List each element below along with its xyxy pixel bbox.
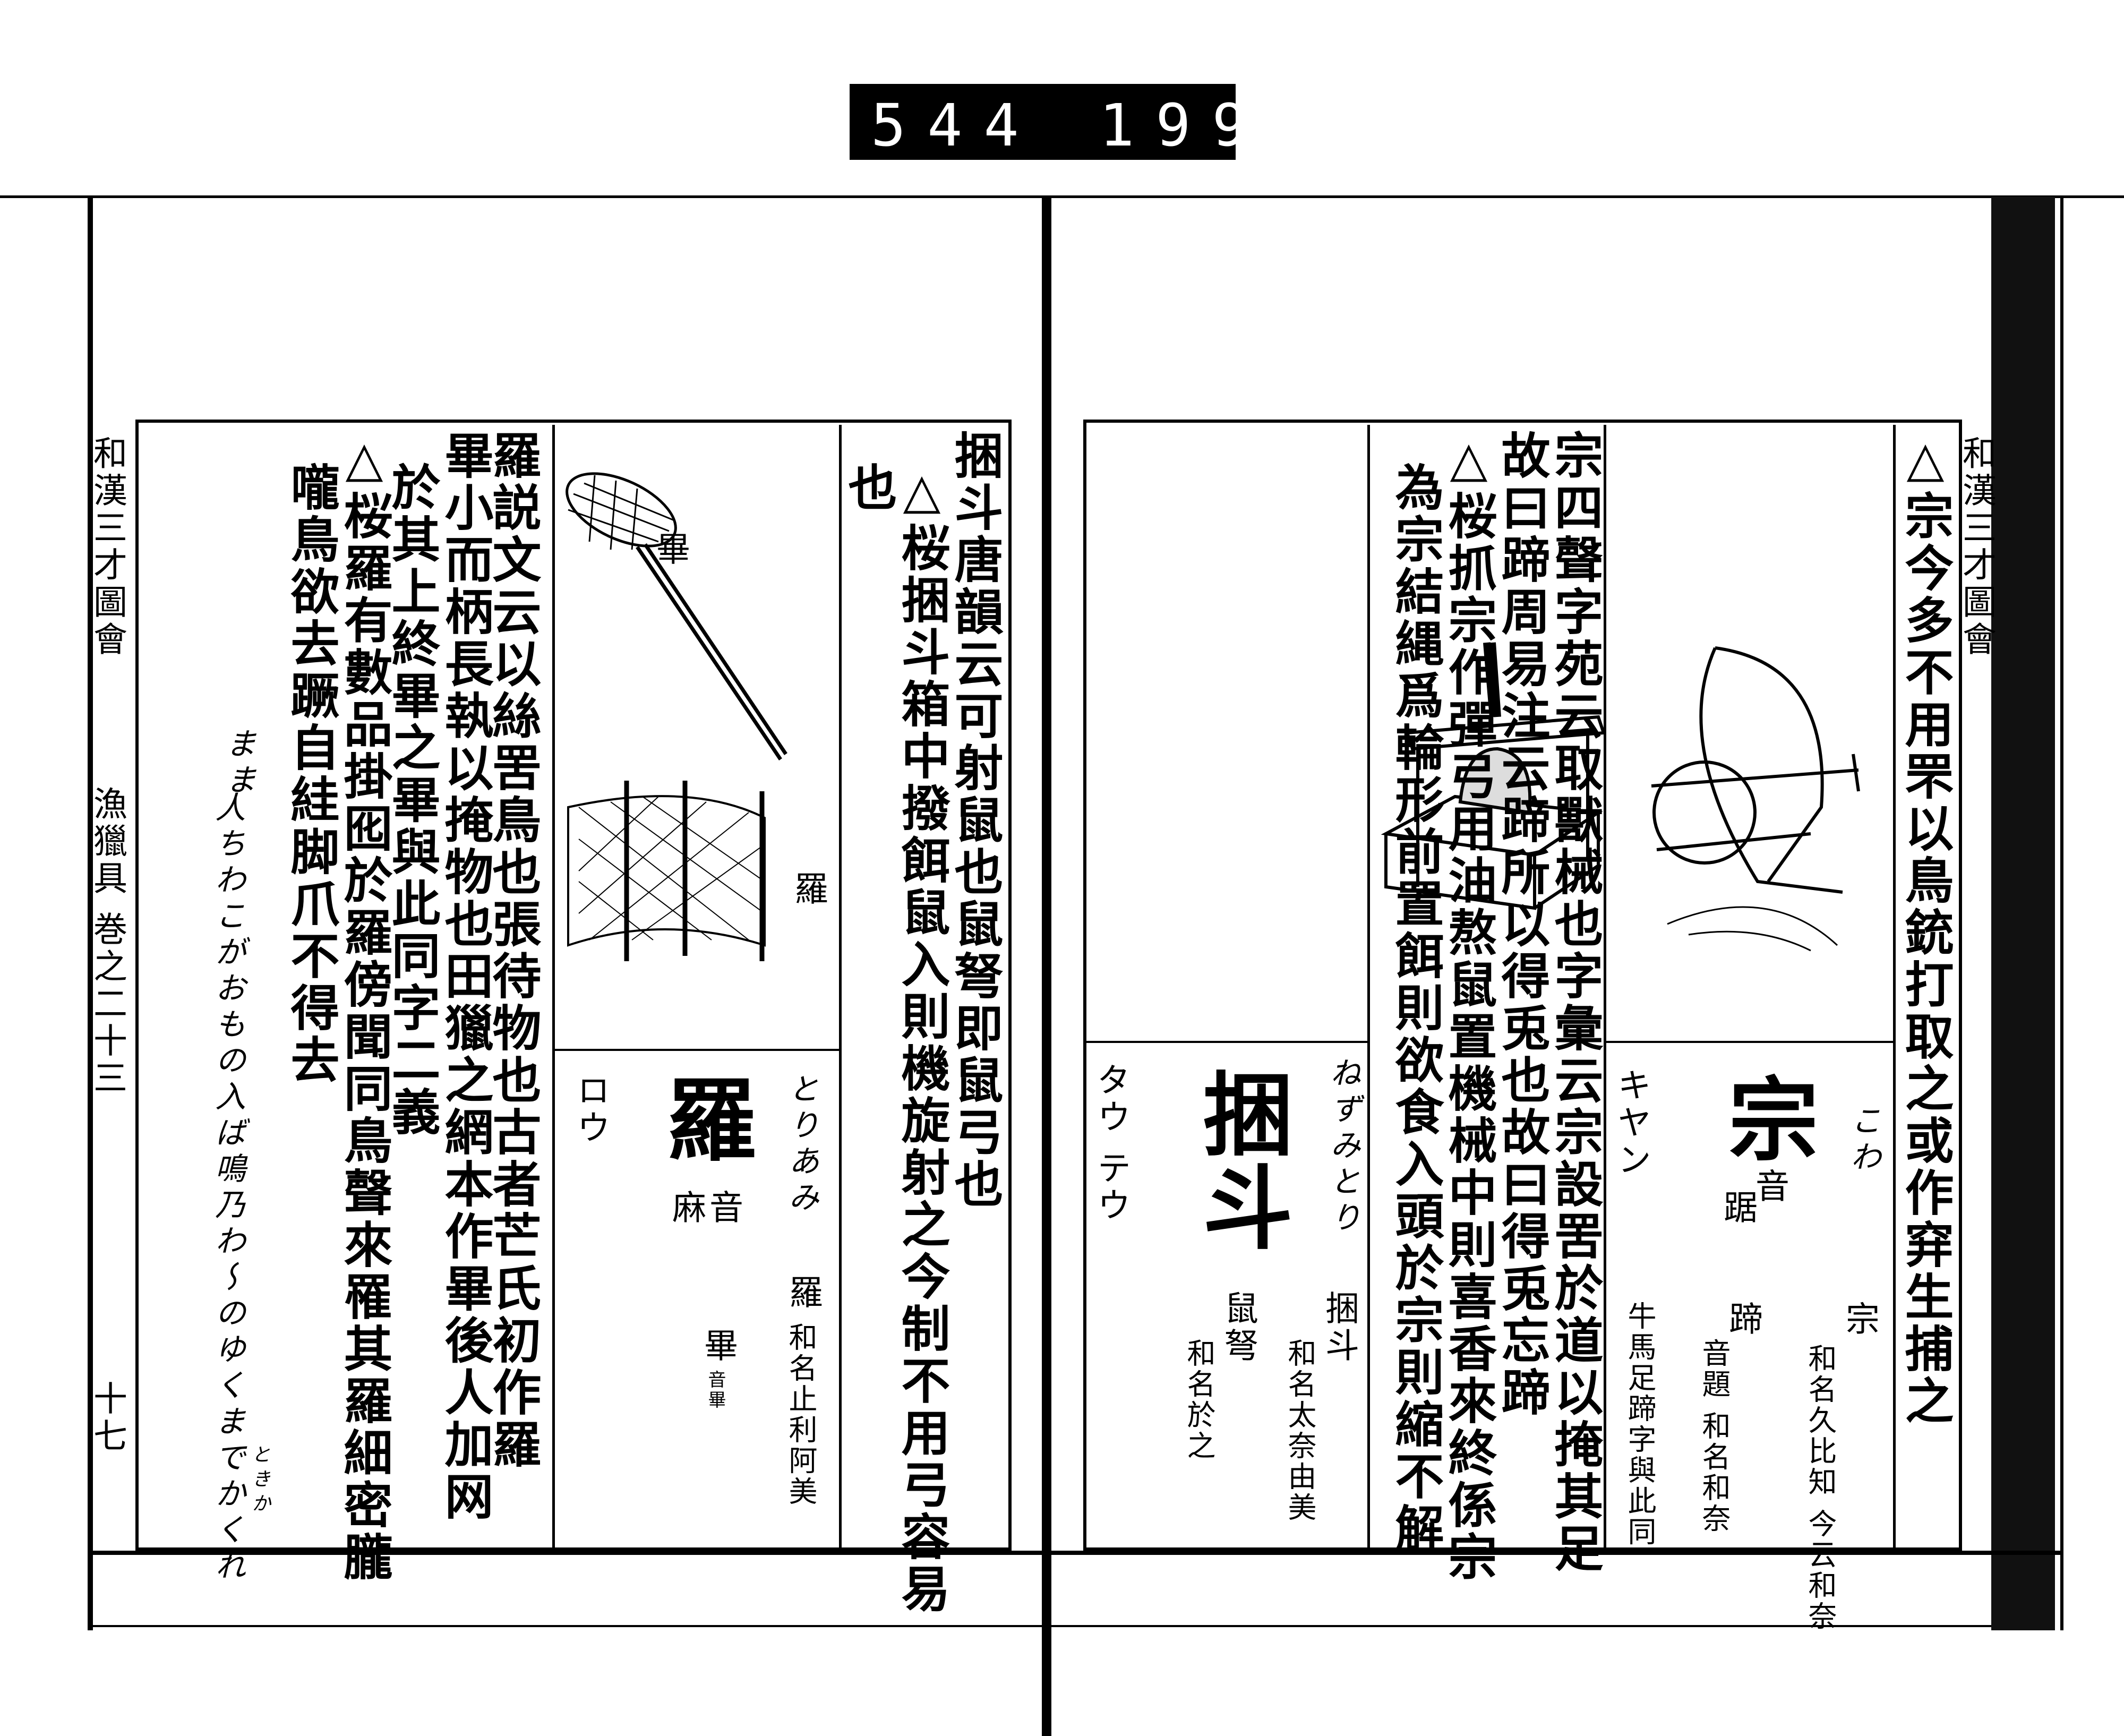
alias-note: 和名太奈由美 xyxy=(1283,1338,1316,1523)
right-divider-2 xyxy=(1604,425,1606,1551)
right-scan-number: 199. xyxy=(1099,91,1325,159)
headword: 羅 xyxy=(650,1073,757,1166)
text-column: 為宗結縄爲輪形前置餌則欲食入頭於宗則縮不解 xyxy=(1387,462,1444,1555)
top-edge-line xyxy=(0,195,2124,198)
hand-net-drawing xyxy=(566,472,787,760)
right-page-bottom xyxy=(1051,1625,1991,1627)
kana-sound: ロウ xyxy=(571,1073,610,1147)
kana-reading: とりあみ xyxy=(783,1073,819,1217)
left-divider-2 xyxy=(552,425,555,1551)
text-column: 畢小而柄長執以掩物也田獵之網本作畢後人加网 xyxy=(436,430,494,1523)
alias-note: 音畢 xyxy=(705,1370,726,1410)
sound-label: 音 xyxy=(1750,1168,1789,1205)
right-divider-1 xyxy=(1893,425,1896,1551)
alias-note: 音題 和名和奈 xyxy=(1697,1338,1731,1535)
left-margin-chapter: 漁獵具 巻之二十三 xyxy=(88,786,127,1098)
kana-sound: タウ テウ xyxy=(1091,1062,1130,1225)
kana-sound: キヤン xyxy=(1612,1067,1651,1179)
text-column: 捆斗唐韻云可射鼠也鼠弩即鼠弓也 xyxy=(946,430,1004,1211)
sound-char: 麻 xyxy=(666,1190,706,1227)
text-column: 宗四聲字苑云取獸械也字彙云宗設罟於道以掩其足 xyxy=(1546,430,1604,1575)
left-margin-title: 和漢三才圖會 xyxy=(88,435,127,659)
right-book-edge xyxy=(1991,196,2055,1630)
alias-鼠弩: 鼠弩 xyxy=(1219,1290,1258,1365)
text-column: 於其上終畢之畢與此同字二義 xyxy=(383,462,441,1139)
right-label-divider-2 xyxy=(1086,1041,1370,1043)
kana-reading: こわ xyxy=(1845,1105,1881,1177)
left-page-frame xyxy=(135,420,1012,1551)
alias-note: 和名於之 xyxy=(1182,1338,1215,1461)
text-column: △桜抓宗作彈弓用油熬鼠置機械中則喜香來終係宗 xyxy=(1440,430,1497,1584)
hand-net-label: 畢 xyxy=(650,531,690,568)
headword: 捆斗 xyxy=(1187,1067,1293,1254)
fence-net-drawing xyxy=(567,781,766,961)
scan-number-label: 544 199. xyxy=(850,84,1304,160)
alias-畢: 畢 xyxy=(698,1328,738,1365)
alias-羅: 羅 xyxy=(783,1275,823,1312)
text-column: 也 xyxy=(840,462,897,514)
text-column: △宗今多不用罘以鳥銃打取之或作穽生捕之 xyxy=(1897,430,1954,1427)
kana-reading: ねずみとり xyxy=(1325,1057,1361,1237)
left-page-edge xyxy=(88,196,93,1630)
left-margin-folio: 十七 xyxy=(88,1381,127,1455)
text-column: △桜捆斗箱中撥餌鼠入則機旋射之今制不用弓容易 xyxy=(893,462,950,1615)
handwritten-note: ときか xyxy=(249,1444,270,1518)
right-divider-3 xyxy=(1367,425,1370,1551)
right-label-divider xyxy=(1604,1041,1895,1043)
right-edge-line xyxy=(2060,196,2063,1630)
handwritten-note: 人ちわこがおもの入ば鳴乃わ～のゆくまでかくれ xyxy=(210,791,246,1586)
text-column: 故曰蹄周易注云蹄所以得兎也故曰得兎忘蹄 xyxy=(1493,430,1551,1419)
box-trap-illustration xyxy=(1381,642,1604,910)
text-column: 嚨鳥欲去蹶自絓脚爪不得去 xyxy=(282,462,340,1087)
sound-char: 踞 xyxy=(1718,1190,1757,1227)
text-column: 羅説文云以絲罟鳥也張待物也古者芒氏初作羅 xyxy=(484,430,542,1471)
left-page-bottom xyxy=(90,1625,1043,1627)
handwritten-note: まま xyxy=(220,728,256,800)
left-divider-1 xyxy=(839,425,842,1551)
book-spine xyxy=(1042,195,1051,1736)
alias-note: 牛馬足蹄字與此同 xyxy=(1623,1301,1656,1547)
left-scan-number: 544 xyxy=(871,91,1040,159)
alias-捆斗: 捆斗 xyxy=(1320,1290,1359,1365)
sound-label: 音 xyxy=(704,1190,743,1227)
text-column: △桜羅有數品掛囮於羅傍聞同鳥聲來罹其羅細密朧 xyxy=(336,430,393,1584)
alias-蹄: 蹄 xyxy=(1723,1301,1762,1338)
right-margin-title: 和漢三才圖會 xyxy=(1957,435,1996,659)
net-illustration xyxy=(566,472,787,961)
bottom-frame-line xyxy=(90,1551,2060,1555)
headword: 宗 xyxy=(1712,1073,1819,1166)
alias-宗: 宗 xyxy=(1840,1301,1879,1338)
bow-trap-illustration xyxy=(1651,646,1860,952)
alias-note: 和名止利阿美 xyxy=(784,1322,817,1507)
alias-note: 和名久比知 今云和奈 xyxy=(1803,1344,1837,1632)
fence-net-label: 羅 xyxy=(789,871,828,908)
left-label-divider xyxy=(552,1049,842,1051)
right-page-frame xyxy=(1083,420,1962,1551)
